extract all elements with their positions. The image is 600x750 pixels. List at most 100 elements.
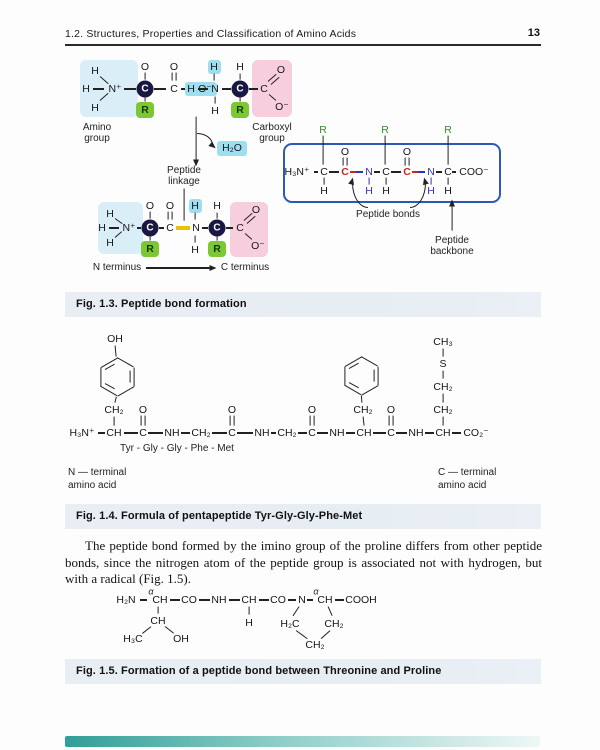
bond-line bbox=[202, 227, 208, 229]
bond-line bbox=[356, 171, 363, 173]
atom-label: CO₂⁻ bbox=[463, 426, 489, 439]
atom-label: NH bbox=[329, 426, 345, 439]
atom-label: CH₂ bbox=[191, 426, 211, 439]
atom-label: NH bbox=[254, 426, 270, 439]
atom-label: CH bbox=[241, 593, 257, 606]
atom-label: H bbox=[236, 60, 244, 73]
atom-label: C bbox=[308, 426, 316, 439]
bond-line bbox=[436, 171, 442, 173]
r-group-box bbox=[231, 102, 249, 118]
amino-group-box bbox=[98, 202, 143, 254]
bond-line bbox=[170, 599, 180, 601]
arrowhead bbox=[209, 265, 217, 271]
bond-line bbox=[93, 88, 104, 90]
bond-line bbox=[199, 599, 210, 601]
atom-label: N⁺ bbox=[122, 221, 136, 234]
atom-label: R bbox=[146, 242, 154, 255]
bond-line bbox=[346, 432, 355, 434]
peptide-backbone-box bbox=[283, 143, 501, 203]
bond-line bbox=[271, 432, 276, 434]
atom-label: O⁻ bbox=[275, 100, 289, 113]
figure-1-5-caption-bar: Fig. 1.5. Formation of a peptide bond be… bbox=[65, 659, 541, 684]
atom-label: N bbox=[211, 82, 219, 95]
atom-label: C bbox=[403, 165, 411, 178]
highlight-box bbox=[217, 141, 247, 156]
highlight-box bbox=[208, 60, 221, 74]
atom-label: N bbox=[192, 221, 200, 234]
atom-label: O bbox=[227, 403, 237, 416]
atom-label: COOH bbox=[345, 593, 377, 606]
atom-label: H bbox=[213, 199, 221, 212]
atom-label: H bbox=[82, 82, 90, 95]
atom-label: α bbox=[313, 586, 319, 597]
bond-line bbox=[140, 599, 147, 601]
bond-line bbox=[124, 88, 136, 90]
atom-label: Tyr - Gly - Gly - Phe - Met bbox=[120, 443, 234, 454]
atom-label: H bbox=[91, 64, 99, 77]
atom-label: C — terminal bbox=[438, 467, 497, 478]
atom-label: H bbox=[191, 199, 199, 212]
atom-label: CH₂ bbox=[305, 638, 325, 651]
atom-label: CH bbox=[356, 426, 372, 439]
bond-line bbox=[418, 171, 425, 173]
atom-label: C bbox=[320, 165, 328, 178]
header-rule bbox=[65, 44, 541, 46]
atom-label: O bbox=[276, 63, 286, 76]
alpha-carbon-circle: C bbox=[141, 219, 159, 237]
figure-1-5-caption: Fig. 1.5. Formation of a peptide bond be… bbox=[76, 665, 442, 677]
atom-label: CH₂ bbox=[433, 380, 453, 393]
atom-label: H₂O bbox=[222, 141, 242, 154]
atom-label: CH bbox=[152, 593, 168, 606]
bond-line bbox=[452, 432, 461, 434]
atom-label: C bbox=[382, 165, 390, 178]
bond-line bbox=[288, 599, 296, 601]
atom-label: CH bbox=[317, 593, 333, 606]
atom-label: CO bbox=[181, 593, 197, 606]
bond-line bbox=[350, 171, 356, 173]
bond-line bbox=[137, 227, 141, 229]
bond-line bbox=[307, 599, 313, 601]
figure-1-3-caption-bar: Fig. 1.3. Peptide bond formation bbox=[65, 292, 541, 317]
bond-line bbox=[212, 432, 227, 434]
bottom-decoration-bar bbox=[65, 736, 540, 747]
atom-label: N bbox=[298, 593, 306, 606]
atom-label: OH bbox=[107, 332, 123, 345]
atom-label: O bbox=[138, 403, 148, 416]
bond-line bbox=[335, 599, 344, 601]
atom-label: N⁺ bbox=[108, 82, 122, 95]
atom-label: CO bbox=[270, 593, 286, 606]
atom-label: C bbox=[260, 82, 268, 95]
atom-label: H bbox=[427, 184, 435, 197]
r-group-box bbox=[136, 102, 154, 118]
atom-label: CH bbox=[106, 426, 122, 439]
highlight-box bbox=[185, 82, 198, 96]
atom-label: CH₂ bbox=[104, 403, 124, 416]
bond-line bbox=[181, 432, 190, 434]
atom-label: group bbox=[259, 133, 285, 144]
atom-label: O bbox=[402, 145, 412, 158]
carboxyl-group-box bbox=[230, 202, 268, 257]
atom-label: C bbox=[228, 426, 236, 439]
atom-label: backbone bbox=[430, 246, 474, 257]
bond-line bbox=[373, 432, 386, 434]
atom-label: NH bbox=[211, 593, 227, 606]
bond-line bbox=[159, 227, 164, 229]
atom-label: S bbox=[439, 357, 447, 370]
atom-label: amino acid bbox=[438, 480, 487, 491]
atom-label: Peptide bbox=[435, 235, 469, 246]
atom-label: C bbox=[236, 221, 244, 234]
atom-label: H₃N⁺ bbox=[284, 165, 310, 178]
header-section-title: 1.2. Structures, Properties and Classifi… bbox=[65, 28, 357, 40]
bond-line bbox=[222, 88, 231, 90]
atom-label: CH₃ bbox=[433, 335, 453, 348]
bond-line bbox=[148, 432, 163, 434]
atom-label: CH₂ bbox=[353, 403, 373, 416]
atom-label: COO⁻ bbox=[459, 165, 489, 178]
bond-line bbox=[141, 626, 152, 635]
bond-line bbox=[237, 432, 253, 434]
atom-label: O bbox=[386, 403, 396, 416]
atom-label: H bbox=[191, 243, 199, 256]
header-page-number: 13 bbox=[527, 27, 540, 39]
